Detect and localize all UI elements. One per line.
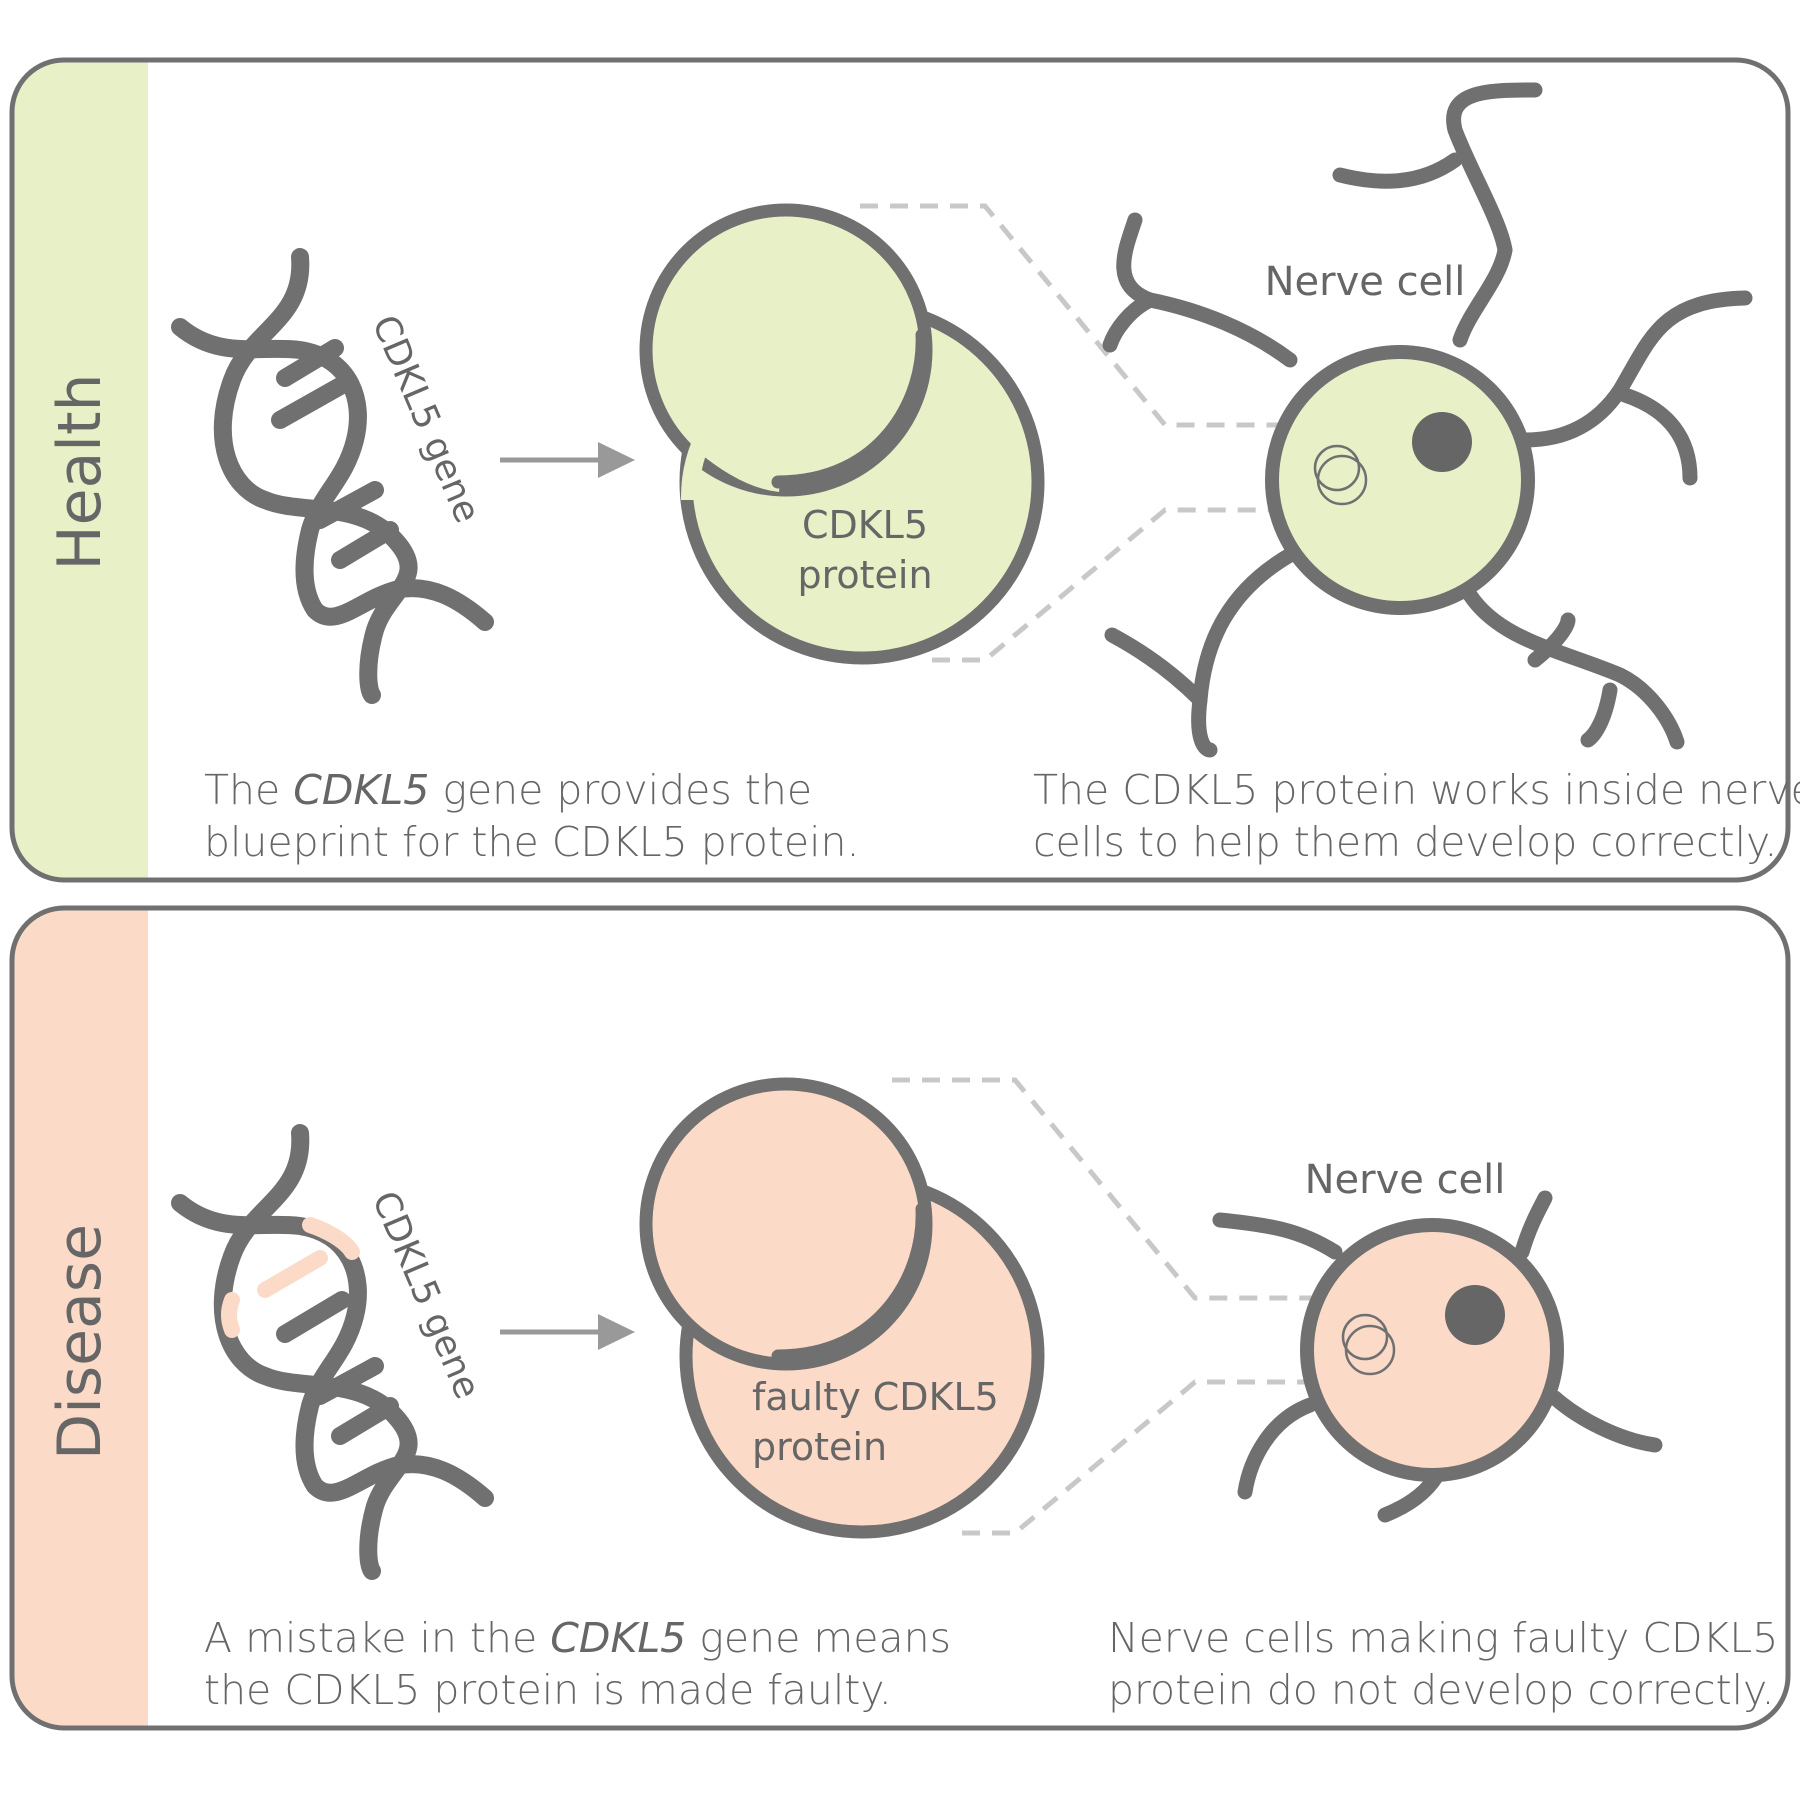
health-gene-label: CDKL5 gene [364, 309, 488, 528]
disease-arrow-icon [500, 1314, 635, 1350]
disease-panel-border [9, 905, 1791, 1731]
health-nerve-cell-icon [1102, 82, 1753, 758]
health-caption-left: The CDKL5 gene provides the blueprint fo… [204, 766, 860, 866]
dna-helix-mutated-icon [171, 1124, 494, 1580]
health-arrow-icon [500, 442, 635, 478]
disease-gene-label: CDKL5 gene [364, 1185, 488, 1404]
health-protein-label-2: protein [797, 553, 932, 597]
disease-protein-label-2: protein [752, 1425, 887, 1469]
health-side-label: Health [45, 373, 115, 570]
disease-caption-left: A mistake in the CDKL5 gene means the CD… [204, 1614, 952, 1714]
health-panel-border [9, 57, 1791, 883]
health-cell-label: Nerve cell [1265, 259, 1466, 305]
health-side-band [12, 60, 148, 880]
disease-side-label: Disease [45, 1224, 115, 1460]
health-panel: Health CDKL5 gene CDKL5 protein [9, 57, 1791, 883]
health-caption-right: The CDKL5 protein works inside nerve cel… [1033, 766, 1800, 866]
disease-caption-right: Nerve cells making faulty CDKL5 protein … [1108, 1614, 1779, 1714]
health-protein-label-1: CDKL5 [802, 503, 928, 547]
disease-side-band [12, 908, 148, 1728]
health-protein-icon [639, 203, 1045, 665]
disease-panel: Disease CDKL5 gene faulty CDKL5 protein [9, 905, 1791, 1731]
disease-cell-label: Nerve cell [1305, 1157, 1506, 1203]
health-zoom-lines [860, 203, 1325, 663]
disease-protein-icon [639, 1077, 1045, 1539]
dna-helix-icon [171, 248, 494, 704]
disease-protein-label-1: faulty CDKL5 [752, 1375, 999, 1419]
disease-nerve-cell-icon [1212, 1190, 1663, 1523]
disease-zoom-lines [892, 1077, 1355, 1536]
